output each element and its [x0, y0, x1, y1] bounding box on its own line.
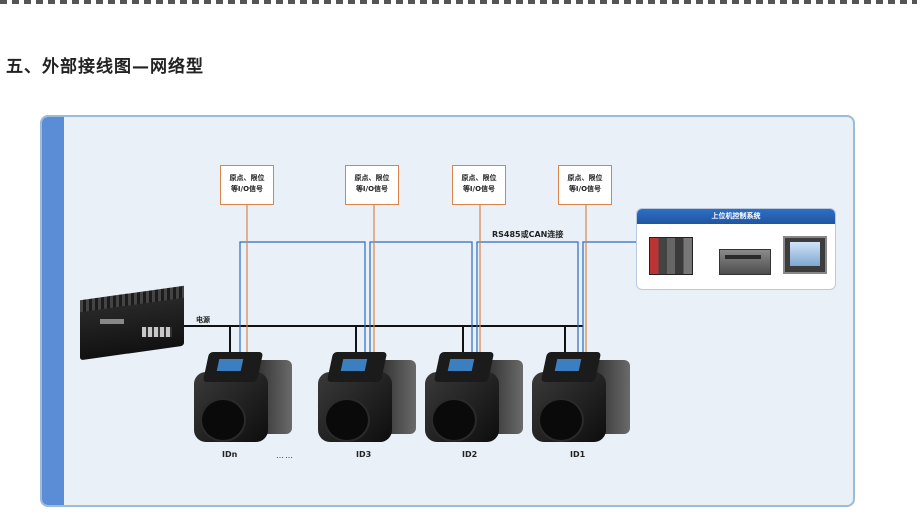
- motor-endcap: [200, 398, 246, 442]
- io-signal-label-line1: 原点、限位: [567, 174, 603, 182]
- motor-id-label-id2: ID2: [462, 450, 478, 459]
- hmi-touchscreen-icon: [783, 236, 827, 274]
- io-signal-label-line1: 原点、限位: [461, 174, 497, 182]
- motor-id-label-id3: ID3: [356, 450, 372, 459]
- io-signal-label-line2: 等I/O信号: [568, 185, 602, 193]
- industrial-pc-icon: [719, 249, 771, 275]
- servo-motor-id2: [425, 352, 527, 448]
- motor-id-label-idn: IDn: [222, 450, 238, 459]
- servo-motor-id3: [318, 352, 420, 448]
- power-supply-nameplate: [100, 319, 124, 324]
- io-signal-lines: [246, 205, 587, 360]
- io-signal-box-id2: 原点、限位 等I/O信号: [452, 165, 506, 205]
- panel-accent-strip: [42, 117, 64, 505]
- motor-endcap: [324, 398, 370, 442]
- io-signal-box-id1: 原点、限位 等I/O信号: [558, 165, 612, 205]
- comm-bus-label: RS485或CAN连接: [492, 230, 564, 239]
- top-dashed-rule: [0, 0, 917, 4]
- motor-id-label-id1: ID1: [570, 450, 586, 459]
- host-title: 上位机控制系统: [637, 209, 835, 224]
- section-title: 五、外部接线图—网络型: [6, 57, 204, 77]
- terminal-block: [142, 327, 172, 337]
- motor-display: [216, 359, 244, 371]
- motor-display: [554, 359, 582, 371]
- host-control-system: 上位机控制系统: [636, 208, 836, 290]
- servo-motor-idn: [194, 352, 296, 448]
- io-signal-box-id3: 原点、限位 等I/O信号: [345, 165, 399, 205]
- io-signal-label-line2: 等I/O信号: [462, 185, 496, 193]
- motor-display: [447, 359, 475, 371]
- comm-segment-id1-host: [582, 241, 636, 360]
- motor-display: [340, 359, 368, 371]
- more-motors-ellipsis: ……: [276, 451, 294, 460]
- plc-icon: [649, 237, 693, 275]
- comm-segment-idn-id3: [239, 241, 366, 360]
- io-signal-label-line2: 等I/O信号: [355, 185, 389, 193]
- comm-segment-id2-id1: [476, 241, 579, 360]
- io-signal-box-idn: 原点、限位 等I/O信号: [220, 165, 274, 205]
- motor-endcap: [538, 398, 584, 442]
- io-signal-label-line1: 原点、限位: [229, 174, 265, 182]
- motor-endcap: [431, 398, 477, 442]
- power-label: 电源: [196, 316, 210, 324]
- power-supply-unit: [80, 285, 186, 361]
- comm-bus: [239, 241, 636, 360]
- io-signal-label-line2: 等I/O信号: [230, 185, 264, 193]
- servo-motor-id1: [532, 352, 634, 448]
- io-signal-label-line1: 原点、限位: [354, 174, 390, 182]
- comm-segment-id3-id2: [369, 241, 473, 360]
